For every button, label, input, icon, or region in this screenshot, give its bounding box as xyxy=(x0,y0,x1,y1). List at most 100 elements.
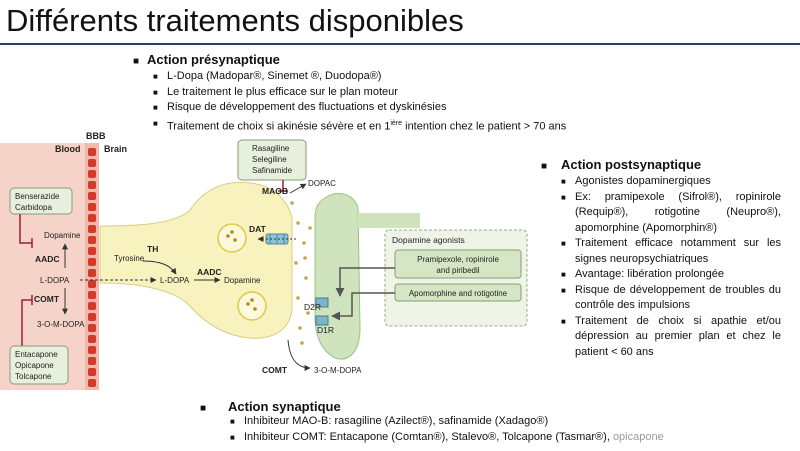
dendrite xyxy=(358,213,420,228)
vesicle xyxy=(217,223,247,253)
svg-text:Apomorphine and rotigotine: Apomorphine and rotigotine xyxy=(409,289,508,298)
svg-text:and piribedil: and piribedil xyxy=(436,266,479,275)
dopamine-molecule xyxy=(226,234,230,238)
postsynaptic-section: ■ Action postsynaptique ■Agonistes dopam… xyxy=(541,157,781,360)
d2r-label: D2R xyxy=(304,302,321,312)
bbb-cell xyxy=(88,214,96,222)
list-item: ■Avantage: libération prolongée xyxy=(561,267,781,283)
bbb-cell xyxy=(88,170,96,178)
bbb-cell xyxy=(88,159,96,167)
d2r-receptor xyxy=(315,297,329,308)
list-item: ■Inhibiteur MAO-B: rasagiline (Azilect®)… xyxy=(230,414,760,430)
brain-label: Brain xyxy=(104,144,127,154)
dopamine-pathway-diagram: BBB Blood Brain DAT D2R D1R Rasagiline S… xyxy=(0,131,528,390)
svg-text:Selegiline: Selegiline xyxy=(252,155,287,164)
bullet-icon: ■ xyxy=(561,239,566,248)
bbb-cell xyxy=(88,148,96,156)
svg-text:Rasagiline: Rasagiline xyxy=(252,144,290,153)
d1r-receptor xyxy=(315,315,329,326)
dopamine-molecule xyxy=(253,307,257,311)
ldopa-neuron-label: L-DOPA xyxy=(160,276,190,285)
comt-inhibitor-box xyxy=(9,345,69,385)
synaptic-heading: Action synaptique xyxy=(228,399,341,414)
d1r-label: D1R xyxy=(317,325,334,335)
list-item: ■Agonistes dopaminergiques xyxy=(561,174,781,190)
bullet-icon: ■ xyxy=(561,316,566,326)
comt-synaptic-label: COMT xyxy=(262,365,288,375)
svg-text:Tolcapone: Tolcapone xyxy=(15,372,52,381)
aadc-neuron-label: AADC xyxy=(197,267,222,277)
svg-text:Opicapone: Opicapone xyxy=(15,361,54,370)
maob-label: MAOB xyxy=(262,186,288,196)
list-item: ■Risque de développement de troubles du … xyxy=(561,283,781,314)
bullet-icon: ■ xyxy=(153,72,158,81)
bbb-cell xyxy=(88,379,96,387)
dopamine-molecule xyxy=(233,238,237,242)
svg-text:Carbidopa: Carbidopa xyxy=(15,203,52,212)
bbb-cell xyxy=(88,225,96,233)
aadc-blood-label: AADC xyxy=(35,254,60,264)
postsynaptic-list: ■Agonistes dopaminergiques ■Ex: pramipex… xyxy=(561,174,781,360)
svg-text:Entacapone: Entacapone xyxy=(15,350,58,359)
bbb-cell xyxy=(88,313,96,321)
bullet-icon: ■ xyxy=(561,285,566,295)
svg-text:Benserazide: Benserazide xyxy=(15,192,60,201)
bbb-cell xyxy=(88,368,96,376)
bbb-cell xyxy=(88,258,96,266)
list-item: ■Inhibiteur COMT: Entacapone (Comtan®), … xyxy=(230,430,760,446)
svg-text:Pramipexole, ropinirole: Pramipexole, ropinirole xyxy=(417,255,499,264)
dopamine-molecule xyxy=(230,230,234,234)
bullet-icon: ■ xyxy=(153,87,158,97)
list-item: ■Traitement efficace notamment sur les s… xyxy=(561,236,781,267)
svg-text:Safinamide: Safinamide xyxy=(252,166,293,175)
bbb-cell xyxy=(88,181,96,189)
maob-inhibitor-box xyxy=(237,139,307,181)
vesicle xyxy=(237,291,267,321)
comt-blood-label: COMT xyxy=(34,294,60,304)
omdopa-blood-label: 3-O-M-DOPA xyxy=(37,320,85,329)
dopac-label: DOPAC xyxy=(308,179,336,188)
bbb-cell xyxy=(88,335,96,343)
synaptic-section: ■ Action synaptique ■Inhibiteur MAO-B: r… xyxy=(200,399,760,445)
dat-label: DAT xyxy=(249,224,267,234)
bbb-cell xyxy=(88,280,96,288)
bbb-cell xyxy=(88,357,96,365)
omdopa-synaptic-label: 3-O-M-DOPA xyxy=(314,366,362,375)
title-divider xyxy=(0,43,800,45)
bullet-icon: ■ xyxy=(561,270,566,279)
list-item: ■Traitement de choix si akinésie sévère … xyxy=(153,116,613,135)
bullet-icon: ■ xyxy=(561,177,566,186)
bbb-cell xyxy=(88,247,96,255)
slide-title: Différents traitements disponibles xyxy=(6,3,464,38)
postsynaptic-heading: Action postsynaptique xyxy=(561,157,702,172)
bbb-cell xyxy=(88,269,96,277)
bullet-icon: ■ xyxy=(230,417,235,426)
bullet-icon: ■ xyxy=(200,403,207,414)
bullet-icon: ■ xyxy=(153,118,158,128)
presynaptic-list: ■L-Dopa (Madopar®, Sinemet ®, Duodopa®) … xyxy=(153,69,613,135)
bbb-cell xyxy=(88,291,96,299)
aadc-inhibition-line xyxy=(19,214,32,244)
ldopa-blood-label: L-DOPA xyxy=(40,276,70,285)
dopamine-neuron-label: Dopamine xyxy=(224,276,261,285)
bbb-cells xyxy=(88,148,96,387)
list-item: ■Traitement de choix si apathie et/ou dé… xyxy=(561,314,781,361)
list-item: ■Le traitement le plus efficace sur le p… xyxy=(153,85,613,101)
list-item: ■Ex: pramipexole (Sifrol®), ropinirole (… xyxy=(561,190,781,237)
th-label: TH xyxy=(147,244,158,254)
agonists-title: Dopamine agonists xyxy=(392,235,465,245)
bbb-cell xyxy=(88,346,96,354)
synaptic-dopamine xyxy=(290,201,312,345)
dopamine-molecule xyxy=(246,302,250,306)
bullet-icon: ■ xyxy=(541,161,548,172)
dopamine-molecule xyxy=(250,298,254,302)
presynaptic-section: ■ Action présynaptique ■L-Dopa (Madopar®… xyxy=(133,52,613,135)
bullet-icon: ■ xyxy=(230,432,235,442)
aadc-inhibitor-box xyxy=(9,187,73,215)
bbb-label: BBB xyxy=(86,131,106,141)
bbb-cell xyxy=(88,203,96,211)
bullet-icon: ■ xyxy=(153,103,158,112)
bullet-icon: ■ xyxy=(133,56,140,67)
agonist-box-pramipexole xyxy=(394,249,522,279)
tyrosine-label: Tyrosine xyxy=(114,254,145,263)
